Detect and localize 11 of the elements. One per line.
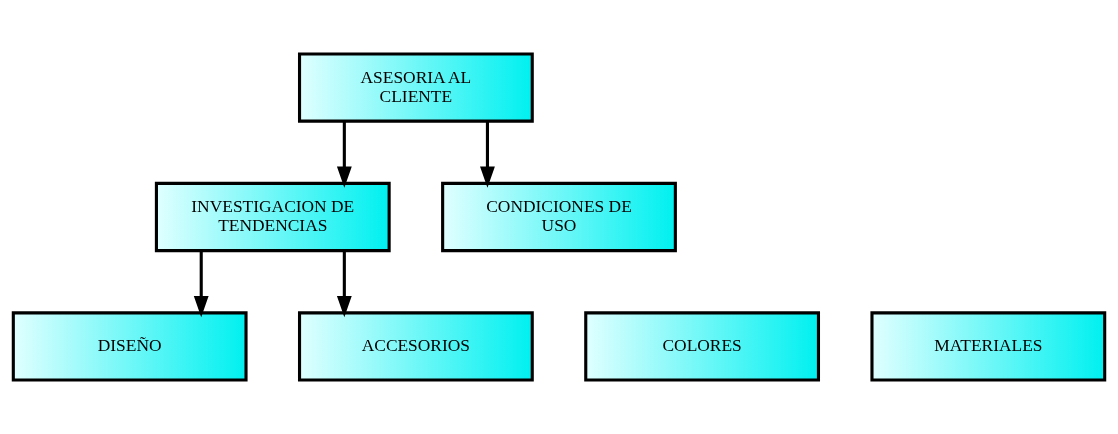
node-box: COLORES xyxy=(584,311,821,382)
node-box: CONDICIONES DE USO xyxy=(441,181,677,253)
arrow xyxy=(480,121,495,188)
node-box: INVESTIGACION DE TENDENCIAS xyxy=(154,181,391,253)
arrow xyxy=(336,250,352,318)
arrow xyxy=(193,250,209,318)
arrow xyxy=(336,121,352,188)
node-box: ACCESORIOS xyxy=(297,311,534,382)
node-box: ASESORIA AL CLIENTE xyxy=(297,52,534,123)
node-box: DISEÑO xyxy=(11,311,248,382)
node-box: MATERIALES xyxy=(870,311,1107,382)
